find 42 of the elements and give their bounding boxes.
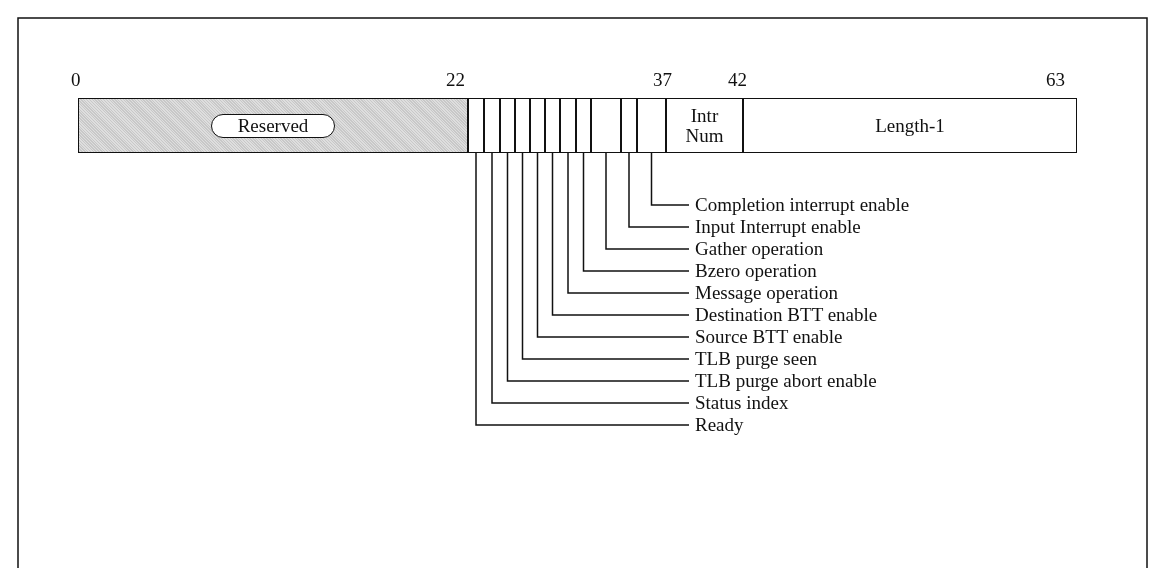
leader-line — [605, 152, 690, 250]
bit-cell — [484, 98, 500, 153]
register-field — [78, 98, 468, 153]
bit-cell — [545, 98, 560, 153]
bit-description: Input Interrupt enable — [689, 216, 1049, 238]
bit-cell — [560, 98, 576, 153]
bit-description: Source BTT enable — [689, 326, 1049, 348]
leader-line — [521, 152, 690, 360]
bit-cell — [468, 98, 484, 153]
bit-cell — [530, 98, 545, 153]
field-label: Reserved — [210, 113, 336, 138]
bit-description: Status index — [689, 392, 1049, 414]
register-field — [743, 98, 1077, 153]
bit-number: 22 — [446, 70, 465, 90]
leader-line — [567, 152, 690, 294]
bit-cell — [515, 98, 530, 153]
leader-line — [628, 152, 690, 228]
bit-description: Gather operation — [689, 238, 1049, 260]
bit-description: Message operation — [689, 282, 1049, 304]
leader-line — [506, 152, 690, 382]
bit-description: Bzero operation — [689, 260, 1049, 282]
bit-number: 63 — [1046, 70, 1065, 90]
field-label: Length-1 — [875, 115, 945, 136]
bit-number: 37 — [653, 70, 672, 90]
register-field — [666, 98, 743, 153]
bit-description: Destination BTT enable — [689, 304, 1049, 326]
leader-line — [650, 152, 690, 206]
bit-description: Ready — [689, 414, 1049, 436]
bit-description: TLB purge abort enable — [689, 370, 1049, 392]
bit-cell — [637, 98, 666, 153]
bit-cell — [500, 98, 515, 153]
leader-line — [582, 152, 690, 272]
leader-line — [536, 152, 690, 338]
leader-line — [551, 152, 690, 316]
bit-description: TLB purge seen — [689, 348, 1049, 370]
bit-number: 42 — [728, 70, 747, 90]
bit-cell — [621, 98, 637, 153]
bit-description: Completion interrupt enable — [689, 194, 1049, 216]
field-label: Intr Num — [684, 105, 725, 146]
bit-number: 0 — [71, 70, 81, 90]
bit-cell — [576, 98, 591, 153]
bit-cell — [591, 98, 621, 153]
